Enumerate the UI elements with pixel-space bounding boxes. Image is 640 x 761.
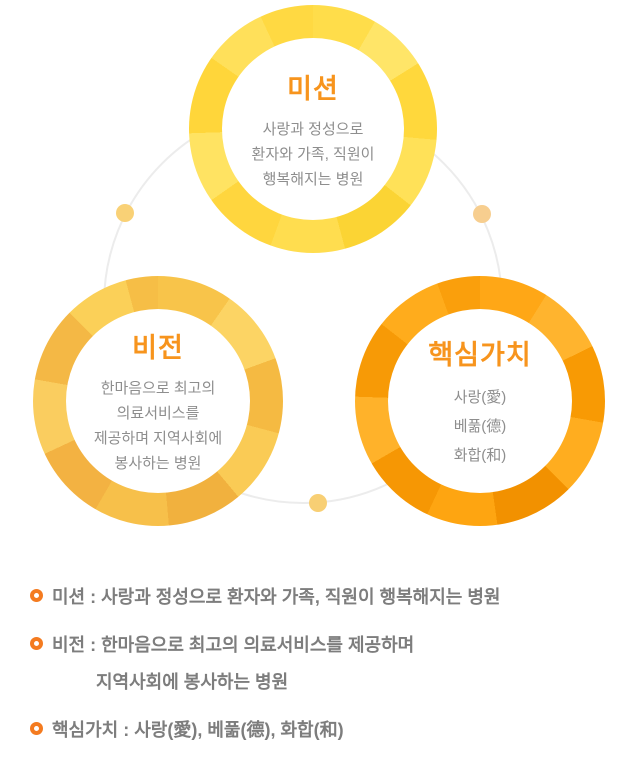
- summary-line: 지역사회에 봉사하는 병원: [96, 672, 289, 692]
- core-value-line: 화합(和): [453, 446, 507, 464]
- bullet-ring-icon: [30, 637, 43, 650]
- vision-line: 봉사하는 병원: [114, 455, 202, 472]
- mission-description: 사랑과 정성으로 환자와 가족, 직원이 행복해지는 병원: [252, 117, 375, 192]
- summary-item-vision: 비전 : 한마음으로 최고의 의료서비스를 제공하며 지역사회에 봉사하는 병원: [30, 633, 620, 694]
- connector-dot-left: [116, 204, 134, 222]
- summary-text-core-values: 핵심가치 : 사랑(愛), 베풂(德), 화합(和): [52, 718, 344, 742]
- mission-line: 환자와 가족, 직원이: [251, 145, 375, 163]
- core-values-description: 사랑(愛) 베풂(德) 화합(和): [454, 383, 507, 470]
- connector-dot-right: [473, 205, 491, 223]
- summary-text-vision: 비전 : 한마음으로 최고의 의료서비스를 제공하며 지역사회에 봉사하는 병원: [52, 633, 414, 694]
- vision-description: 한마음으로 최고의 의료서비스를 제공하며 지역사회에 봉사하는 병원: [94, 376, 222, 476]
- vision-title: 비전: [132, 333, 184, 363]
- vision-circle: 비전 한마음으로 최고의 의료서비스를 제공하며 지역사회에 봉사하는 병원: [33, 276, 283, 526]
- summary-line: 미션 : 사랑과 정성으로 환자와 가족, 직원이 행복해지는 병원: [52, 587, 501, 607]
- summary-item-mission: 미션 : 사랑과 정성으로 환자와 가족, 직원이 행복해지는 병원: [30, 585, 620, 609]
- summary-item-core-values: 핵심가치 : 사랑(愛), 베풂(德), 화합(和): [30, 718, 620, 742]
- core-value-line: 베풂(德): [453, 417, 507, 435]
- bullet-ring-icon: [30, 589, 43, 602]
- summary-list: 미션 : 사랑과 정성으로 환자와 가족, 직원이 행복해지는 병원 비전 : …: [30, 585, 620, 761]
- mission-circle-inner: 미션 사랑과 정성으로 환자와 가족, 직원이 행복해지는 병원: [222, 38, 404, 220]
- vision-line: 의료서비스를: [116, 405, 200, 422]
- summary-line: 비전 : 한마음으로 최고의 의료서비스를 제공하며: [52, 635, 415, 655]
- mission-circle: 미션 사랑과 정성으로 환자와 가족, 직원이 행복해지는 병원: [189, 5, 437, 253]
- vision-line: 한마음으로 최고의: [100, 380, 216, 397]
- summary-text-mission: 미션 : 사랑과 정성으로 환자와 가족, 직원이 행복해지는 병원: [52, 585, 500, 609]
- mission-title: 미션: [287, 73, 339, 104]
- core-values-title: 핵심가치: [428, 339, 532, 370]
- core-value-line: 사랑(愛): [453, 388, 507, 406]
- connector-dot-bottom: [309, 494, 327, 512]
- bullet-ring-icon: [30, 722, 43, 735]
- mission-line: 행복해지는 병원: [262, 170, 364, 188]
- summary-line: 핵심가치 : 사랑(愛), 베풂(德), 화합(和): [52, 720, 344, 740]
- core-values-circle-inner: 핵심가치 사랑(愛) 베풂(德) 화합(和): [388, 309, 572, 493]
- vision-circle-inner: 비전 한마음으로 최고의 의료서비스를 제공하며 지역사회에 봉사하는 병원: [66, 309, 250, 493]
- vision-line: 제공하며 지역사회에: [93, 430, 223, 447]
- mission-line: 사랑과 정성으로: [262, 120, 364, 138]
- core-values-circle: 핵심가치 사랑(愛) 베풂(德) 화합(和): [355, 276, 605, 526]
